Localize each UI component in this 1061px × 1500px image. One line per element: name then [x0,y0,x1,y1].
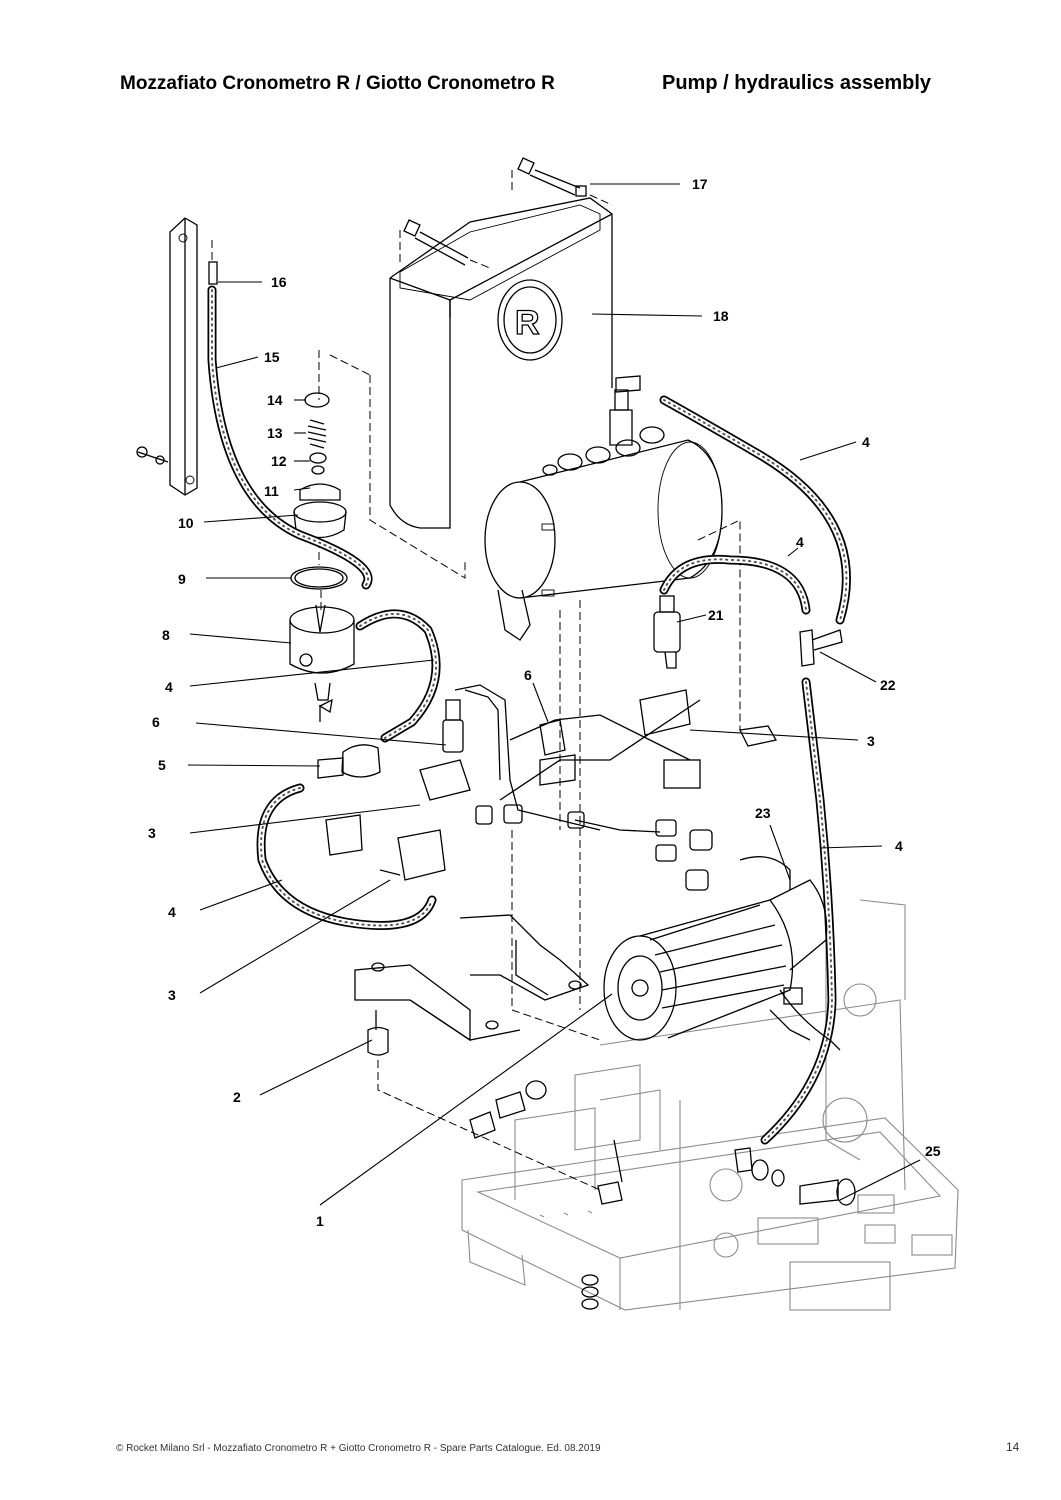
callout-3-right: 3 [867,733,875,749]
callout-4-right-hose: 4 [895,838,903,854]
callout-6-right: 6 [524,667,532,683]
callout-23: 23 [755,805,771,821]
callout-14: 14 [267,392,283,408]
callout-15: 15 [264,349,280,365]
model-title: Mozzafiato Cronometro R / Giotto Cronome… [120,73,555,94]
tank-guide-rods [399,157,613,269]
page-number: 14 [1006,1440,1020,1454]
callout-4-upper-hose: 4 [796,534,804,550]
boiler [484,375,741,1010]
water-tank: R [329,197,613,579]
callout-1: 1 [316,1213,324,1229]
callout-3-lower: 3 [168,987,176,1003]
callout-4-lower-hose: 4 [168,904,176,920]
callout-21: 21 [708,607,724,623]
callout-4-float-hose: 4 [165,679,173,695]
fittings-and-valves [317,595,843,891]
callout-5: 5 [158,757,166,773]
section-title: Pump / hydraulics assembly [662,72,931,94]
float-chamber-assembly [289,350,355,722]
callout-12: 12 [271,453,287,469]
callout-22: 22 [880,677,896,693]
callout-18: 18 [713,308,729,324]
callout-16: 16 [271,274,287,290]
pump-motor [603,856,841,1051]
chassis-frame [461,899,959,1311]
callout-3-mid: 3 [148,825,156,841]
callout-2: 2 [233,1089,241,1105]
level-tube-bracket [136,217,218,496]
callout-17: 17 [692,176,708,192]
callout-10: 10 [178,515,194,531]
callout-4-boiler-hose: 4 [862,434,870,450]
svg-text:R: R [515,304,540,342]
callout-6-left: 6 [152,714,160,730]
callout-25: 25 [925,1143,941,1159]
part-number-callouts: 17 16 18 15 14 13 4 12 11 10 4 9 21 8 22… [148,176,941,1229]
footer-copyright: © Rocket Milano Srl - Mozzafiato Cronome… [116,1443,601,1454]
callout-11: 11 [264,483,279,499]
callout-8: 8 [162,627,170,643]
callout-9: 9 [178,571,186,587]
lower-fittings [469,1080,856,1310]
pump-bracket [354,830,601,1191]
callout-13: 13 [267,425,283,441]
hoses [207,285,851,1145]
leader-lines [187,183,921,1206]
